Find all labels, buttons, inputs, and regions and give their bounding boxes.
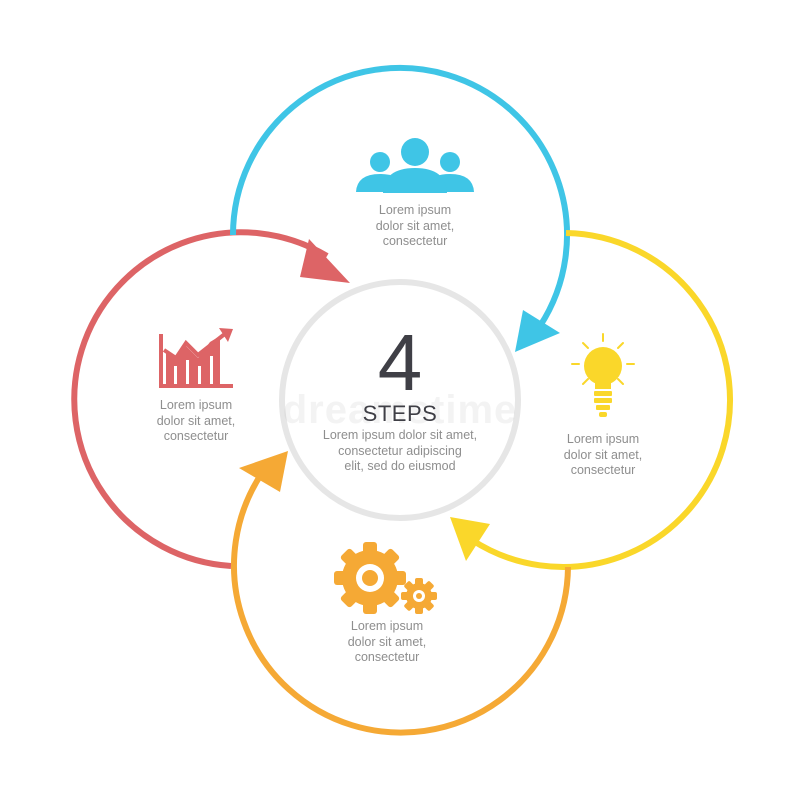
top-step-ring — [230, 65, 570, 328]
center-description: Lorem ipsum dolor sit amet, consectetur … — [300, 428, 500, 475]
center-description-line: elit, sed do eiusmod — [344, 459, 456, 473]
left-step-ring — [71, 229, 329, 569]
right-step-ring — [470, 230, 733, 570]
left-step-text: Lorem ipsum dolor sit amet, consectetur — [126, 398, 266, 445]
step-count-number: 4 — [377, 318, 423, 407]
gears-icon — [334, 542, 437, 614]
step-text-line: dolor sit amet, — [375, 218, 455, 233]
lightbulb-icon — [571, 333, 635, 417]
step-text-line: consectetur — [570, 463, 636, 477]
center-description-line: Lorem ipsum dolor sit amet, — [322, 428, 478, 442]
growth-chart-icon — [159, 328, 233, 388]
step-text-line: consectetur — [354, 650, 420, 664]
right-step-text: Lorem ipsum dolor sit amet, consectetur — [533, 432, 673, 479]
bottom-step-arrow — [239, 451, 288, 492]
top-step-arrow — [515, 310, 560, 352]
step-text-line: Lorem ipsum — [566, 432, 640, 446]
top-step-text: Lorem ipsum dolor sit amet, consectetur — [345, 203, 485, 250]
left-step-arrow — [300, 239, 350, 283]
step-text-line: Lorem ipsum — [378, 203, 452, 217]
step-text-line: dolor sit amet, — [156, 413, 236, 428]
steps-label: STEPS — [362, 401, 438, 426]
watermark: dreamstime — [282, 388, 518, 432]
step-text-line: dolor sit amet, — [347, 634, 427, 649]
step-text-line: consectetur — [382, 234, 448, 248]
step-text-line: dolor sit amet, — [563, 447, 643, 462]
step-text-line: consectetur — [163, 429, 229, 443]
right-step-arrow — [450, 517, 490, 561]
step-text-line: Lorem ipsum — [159, 398, 233, 412]
bottom-step-ring — [231, 471, 571, 736]
center-ring — [279, 279, 521, 521]
people-group-icon — [356, 138, 474, 193]
growth-chart-bars-cutout — [174, 356, 213, 384]
bottom-step-text: Lorem ipsum dolor sit amet, consectetur — [317, 619, 457, 666]
step-text-line: Lorem ipsum — [350, 619, 424, 633]
center-description-line: consectetur adipiscing — [338, 443, 462, 458]
